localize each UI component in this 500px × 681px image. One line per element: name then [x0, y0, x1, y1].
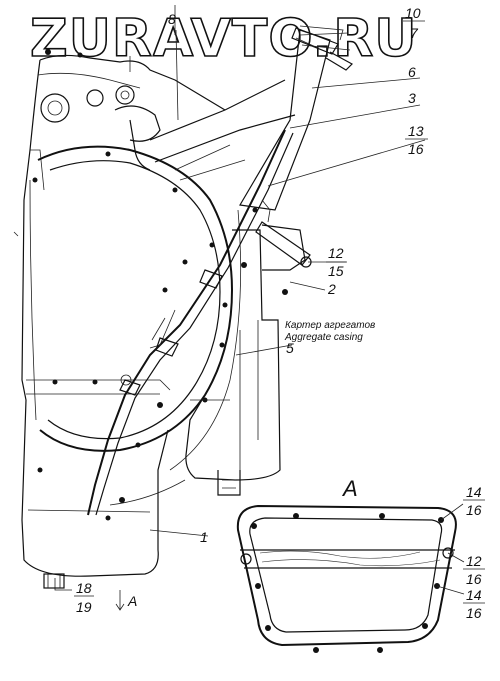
view-a-reference: A	[127, 593, 137, 609]
label-14-bottom: 14	[466, 587, 482, 603]
label-12-view-a: 12	[466, 553, 482, 569]
label-8: 8	[168, 11, 176, 27]
label-1: 1	[200, 529, 208, 545]
label-16-view-a-1: 16	[466, 502, 482, 518]
label-19: 19	[76, 599, 92, 615]
view-a-title: A	[341, 476, 358, 501]
callout-labels: 8 10 7 6 3 13 16 12 15 2 Картер агрегато…	[74, 5, 428, 615]
housing-bolts	[32, 49, 288, 521]
label-16-view-a-2: 16	[466, 571, 482, 587]
flywheel-housing	[29, 145, 242, 506]
label-10: 10	[405, 5, 421, 21]
label-16-view-a-3: 16	[466, 605, 482, 621]
label-14-top: 14	[466, 484, 482, 500]
watermark: ZURAVTO.RU	[30, 9, 417, 69]
label-7: 7	[410, 25, 419, 41]
label-12-top: 12	[328, 245, 344, 261]
label-18: 18	[76, 580, 92, 596]
drain-plug	[43, 573, 65, 589]
label-6: 6	[408, 64, 416, 80]
label-13: 13	[408, 123, 424, 139]
filler-pipe	[87, 25, 353, 516]
label-15: 15	[328, 263, 344, 279]
label-5: 5	[286, 340, 294, 356]
engine-housing	[21, 54, 226, 577]
aggregate-casing	[185, 224, 306, 496]
view-a-labels: 14 16 12 16 14 16	[463, 484, 485, 621]
label-3: 3	[408, 90, 416, 106]
leader-lines	[54, 29, 426, 611]
view-a-detail: A	[236, 476, 465, 653]
label-2: 2	[327, 281, 336, 297]
detail-marks	[13, 5, 230, 401]
annotation-ru: Картер агрегатов	[285, 320, 375, 331]
label-16-top: 16	[408, 141, 424, 157]
annotation-en: Aggregate casing	[284, 332, 363, 343]
